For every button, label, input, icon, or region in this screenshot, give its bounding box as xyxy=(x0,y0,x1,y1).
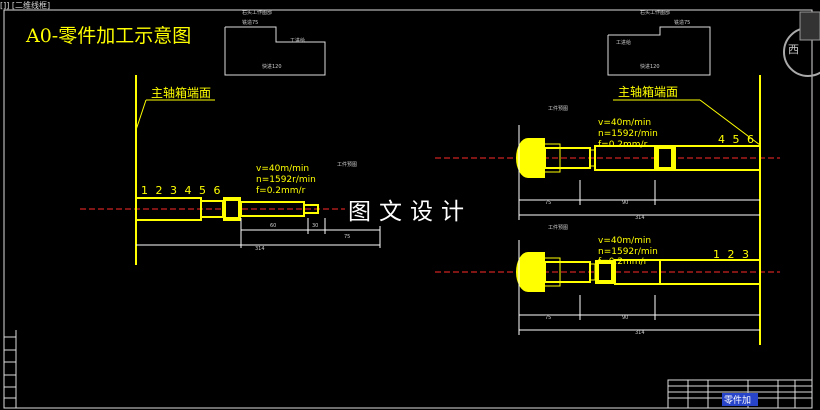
drawing-frame xyxy=(3,9,813,409)
right-bottom-position-numbers: 1 2 3 xyxy=(713,248,751,261)
left-dim-total: 314 xyxy=(255,246,265,252)
viewport-tab-label[interactable]: []] [二维线框] xyxy=(0,1,51,10)
right-bottom-param-v: v=40m/min xyxy=(598,236,651,246)
sketch-left-label3: 快进120 xyxy=(262,63,282,70)
left-dim-30: 30 xyxy=(312,223,318,229)
left-param-v: v=40m/min xyxy=(256,164,309,174)
left-spindle-face-label: 主轴箱端面 xyxy=(151,85,211,100)
right-top-dim-75: 75 xyxy=(545,200,551,206)
part-sketch-left xyxy=(224,26,326,76)
right-top-dim-total: 314 xyxy=(635,215,645,221)
right-top-dim-90: 90 xyxy=(622,200,628,206)
sketch-left-title: 右头工作图部 xyxy=(242,9,272,16)
sketch-right-label3: 快进120 xyxy=(640,63,660,70)
sketch-right-label1: 铣造75 xyxy=(674,19,690,26)
sketch-right-title: 右头工作图部 xyxy=(640,9,670,16)
right-top-position-numbers: 4 5 6 xyxy=(718,133,756,146)
right-top-param-n: n=1592r/min xyxy=(598,129,658,139)
right-bottom-fixture-label: 工件预图 xyxy=(548,224,568,231)
right-spindle-face-label: 主轴箱端面 xyxy=(618,84,678,99)
left-param-n: n=1592r/min xyxy=(256,175,316,185)
drawing-title: A0-零件加工示意图 xyxy=(26,25,192,47)
right-bottom-dim-total: 314 xyxy=(635,330,645,336)
viewcube[interactable] xyxy=(783,11,820,77)
left-dim-75: 75 xyxy=(344,234,350,240)
left-fixture-label: 工件预图 xyxy=(337,161,357,168)
right-top-assembly xyxy=(435,75,780,345)
left-param-f: f=0.2mm/r xyxy=(256,186,306,196)
right-top-param-v: v=40m/min xyxy=(598,118,651,128)
sketch-right-label2: 工进给 xyxy=(616,39,631,46)
left-spindle-assembly xyxy=(80,75,381,265)
sketch-left-label2: 工进给 xyxy=(290,37,305,44)
right-bottom-dim-75: 75 xyxy=(545,315,551,321)
left-dim-60: 60 xyxy=(270,223,276,229)
part-sketch-right xyxy=(607,26,711,76)
right-bottom-dim-90: 90 xyxy=(622,315,628,321)
sketch-left-label1: 铣造75 xyxy=(242,19,258,26)
right-bottom-param-f: f=0.2mm/r xyxy=(598,257,648,267)
right-bottom-param-n: n=1592r/min xyxy=(598,247,658,257)
right-bottom-assembly xyxy=(435,240,780,335)
right-top-param-f: f=0.2mm/r xyxy=(598,140,648,150)
watermark-text: 图文设计 xyxy=(346,192,474,226)
title-block-label: 零件加 xyxy=(724,394,751,406)
title-block-highlight xyxy=(722,393,758,406)
left-position-numbers: 1 2 3 4 5 6 xyxy=(141,184,222,197)
viewcube-direction-label[interactable]: 西 xyxy=(788,43,799,56)
right-top-fixture-label: 工件预图 xyxy=(548,105,568,112)
